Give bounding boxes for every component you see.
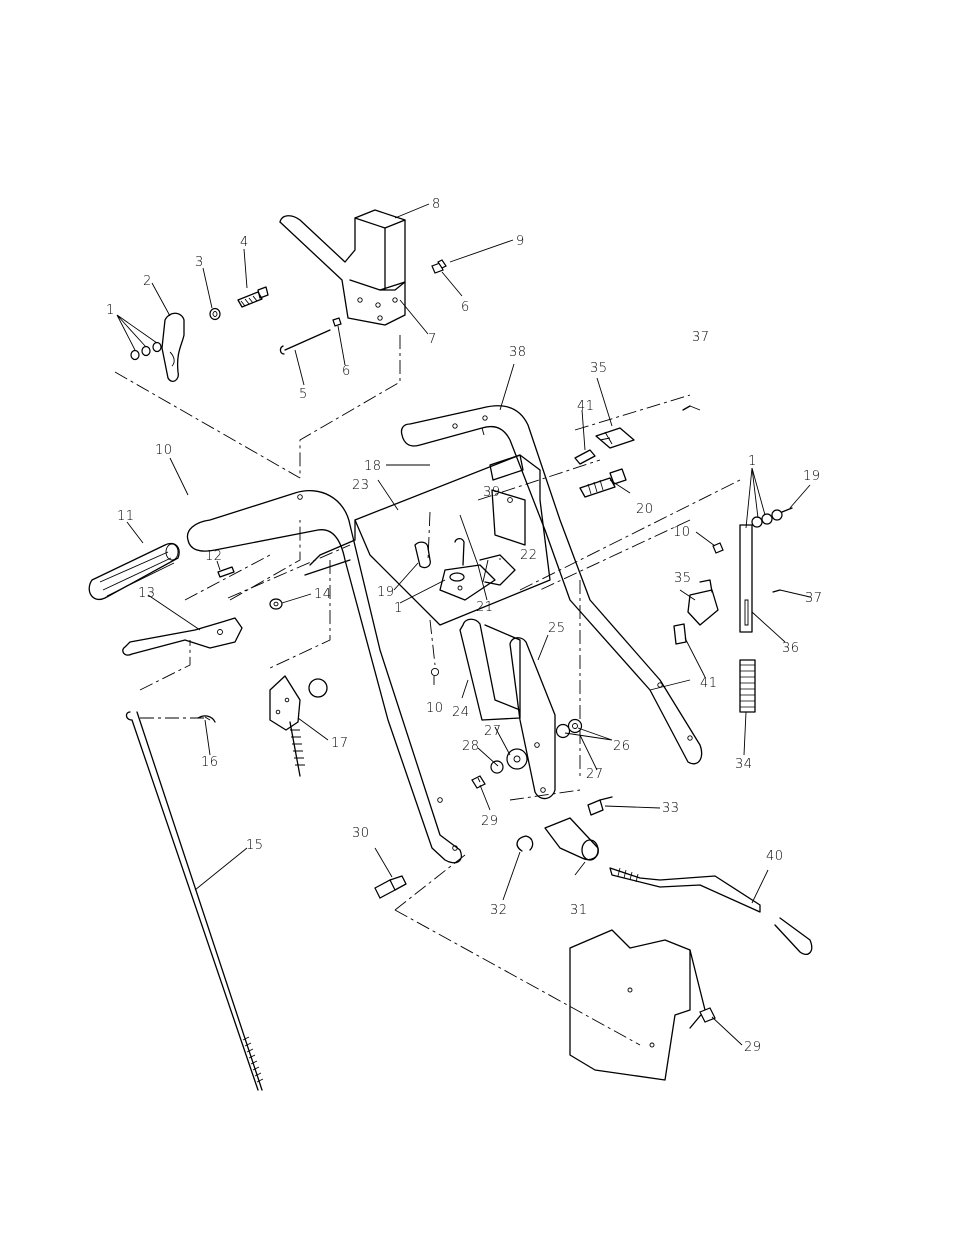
callout-21: 21 — [476, 600, 494, 615]
callout-32: 32 — [490, 903, 508, 918]
callout-41: 41 — [700, 676, 718, 691]
callout-4: 4 — [240, 235, 249, 250]
callout-31: 31 — [570, 903, 588, 918]
throttle-lever — [270, 676, 327, 776]
latch-assembly — [131, 287, 268, 381]
callout-6: 6 — [461, 300, 470, 315]
callout-10: 10 — [155, 443, 173, 458]
callout-27: 27 — [586, 767, 604, 782]
callout-37: 37 — [692, 330, 710, 345]
callout-27: 27 — [484, 724, 502, 739]
callout-10: 10 — [673, 525, 691, 540]
engine-bracket — [570, 930, 715, 1080]
lower-linkage — [375, 797, 812, 954]
callout-5: 5 — [299, 387, 308, 402]
callout-29: 29 — [744, 1040, 762, 1055]
callout-30: 30 — [352, 826, 370, 841]
callout-14: 14 — [314, 587, 332, 602]
callout-2: 2 — [143, 274, 152, 289]
callout-13: 13 — [138, 586, 156, 601]
callout-37: 37 — [805, 591, 823, 606]
callout-28: 28 — [462, 739, 480, 754]
callout-17: 17 — [331, 736, 349, 751]
callout-20: 20 — [636, 502, 654, 517]
callout-22: 22 — [520, 548, 538, 563]
callout-15: 15 — [246, 838, 264, 853]
callout-36: 36 — [782, 641, 800, 656]
callout-8: 8 — [432, 197, 441, 212]
callout-6: 6 — [342, 364, 351, 379]
callout-labels: 1 2 3 4 5 6 6 7 8 9 10 10 10 11 12 13 14… — [106, 197, 823, 1055]
callout-18: 18 — [364, 459, 382, 474]
control-rod — [126, 712, 263, 1090]
handle-bracket — [280, 210, 446, 354]
callout-1: 1 — [106, 303, 115, 318]
callout-24: 24 — [452, 705, 470, 720]
callout-9: 9 — [516, 234, 525, 249]
callout-41: 41 — [577, 399, 595, 414]
callout-7: 7 — [428, 332, 437, 347]
left-handle — [89, 491, 461, 863]
callout-35: 35 — [674, 571, 692, 586]
callout-23: 23 — [352, 478, 370, 493]
callout-1: 1 — [748, 454, 757, 469]
callout-25: 25 — [548, 621, 566, 636]
callout-11: 11 — [117, 509, 135, 524]
callout-40: 40 — [766, 849, 784, 864]
callout-19: 19 — [803, 469, 821, 484]
callout-19: 19 — [377, 585, 395, 600]
callout-34: 34 — [735, 757, 753, 772]
alignment-lines — [115, 335, 740, 1045]
clutch-levers — [460, 619, 582, 798]
callout-26: 26 — [613, 739, 631, 754]
callout-35: 35 — [590, 361, 608, 376]
callout-3: 3 — [195, 255, 204, 270]
callout-38: 38 — [509, 345, 527, 360]
callout-29: 29 — [481, 814, 499, 829]
callout-1: 1 — [394, 601, 403, 616]
right-side-parts — [575, 406, 792, 712]
callout-33: 33 — [662, 801, 680, 816]
callout-12: 12 — [205, 549, 223, 564]
callout-10: 10 — [426, 701, 444, 716]
callout-16: 16 — [201, 755, 219, 770]
callout-39: 39 — [483, 485, 501, 500]
